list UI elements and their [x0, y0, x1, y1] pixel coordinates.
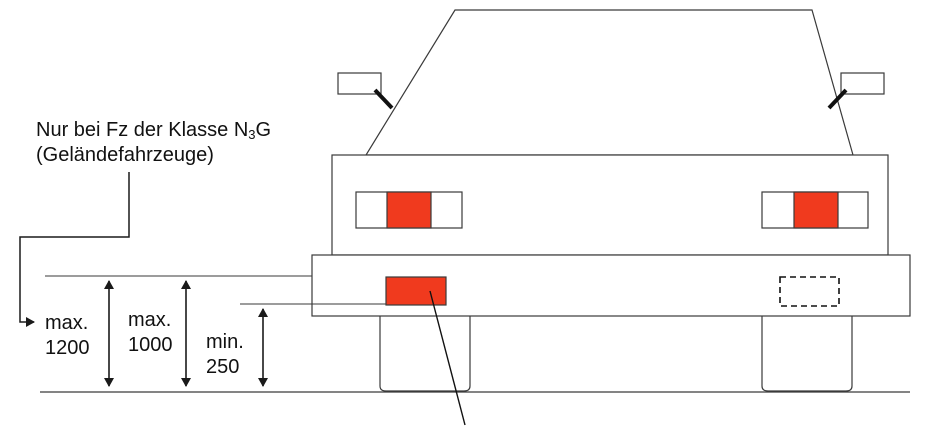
note-vehicle-type: (Geländefahrzeuge) [36, 144, 214, 166]
dim-label-min-250-value: 250 [206, 356, 240, 378]
dim-label-max-1200-line1: max. [45, 312, 89, 334]
note-class-label: Nur bei Fz der Klasse N3G [36, 119, 272, 142]
dim-label-max-1200-value: 1200 [45, 337, 90, 359]
right-mirror [840, 72, 885, 95]
reflector-pointer-line [429, 290, 466, 426]
left-mirror [337, 72, 382, 95]
right-rear-light-red [793, 191, 839, 229]
vehicle-cabin [364, 9, 854, 156]
rear-bumper [311, 254, 911, 317]
bumper-reflector-right-optional [779, 276, 840, 307]
note-leader-line [19, 172, 130, 327]
left-rear-light-red [386, 191, 432, 229]
dim-label-max-1000: max. 1000 [128, 308, 173, 358]
dim-label-max-1200: max. 1200 [45, 311, 90, 361]
right-mirror-arm [827, 88, 848, 110]
dim-label-max-1000-line1: max. [128, 309, 172, 331]
bumper-reflector-left [385, 276, 447, 306]
dim-label-min-250-line1: min. [206, 331, 244, 353]
dim-label-min-250: min. 250 [206, 330, 244, 380]
left-wheel [379, 316, 471, 392]
right-wheel [761, 316, 853, 392]
left-mirror-arm [373, 88, 394, 110]
dim-label-max-1000-value: 1000 [128, 334, 173, 356]
